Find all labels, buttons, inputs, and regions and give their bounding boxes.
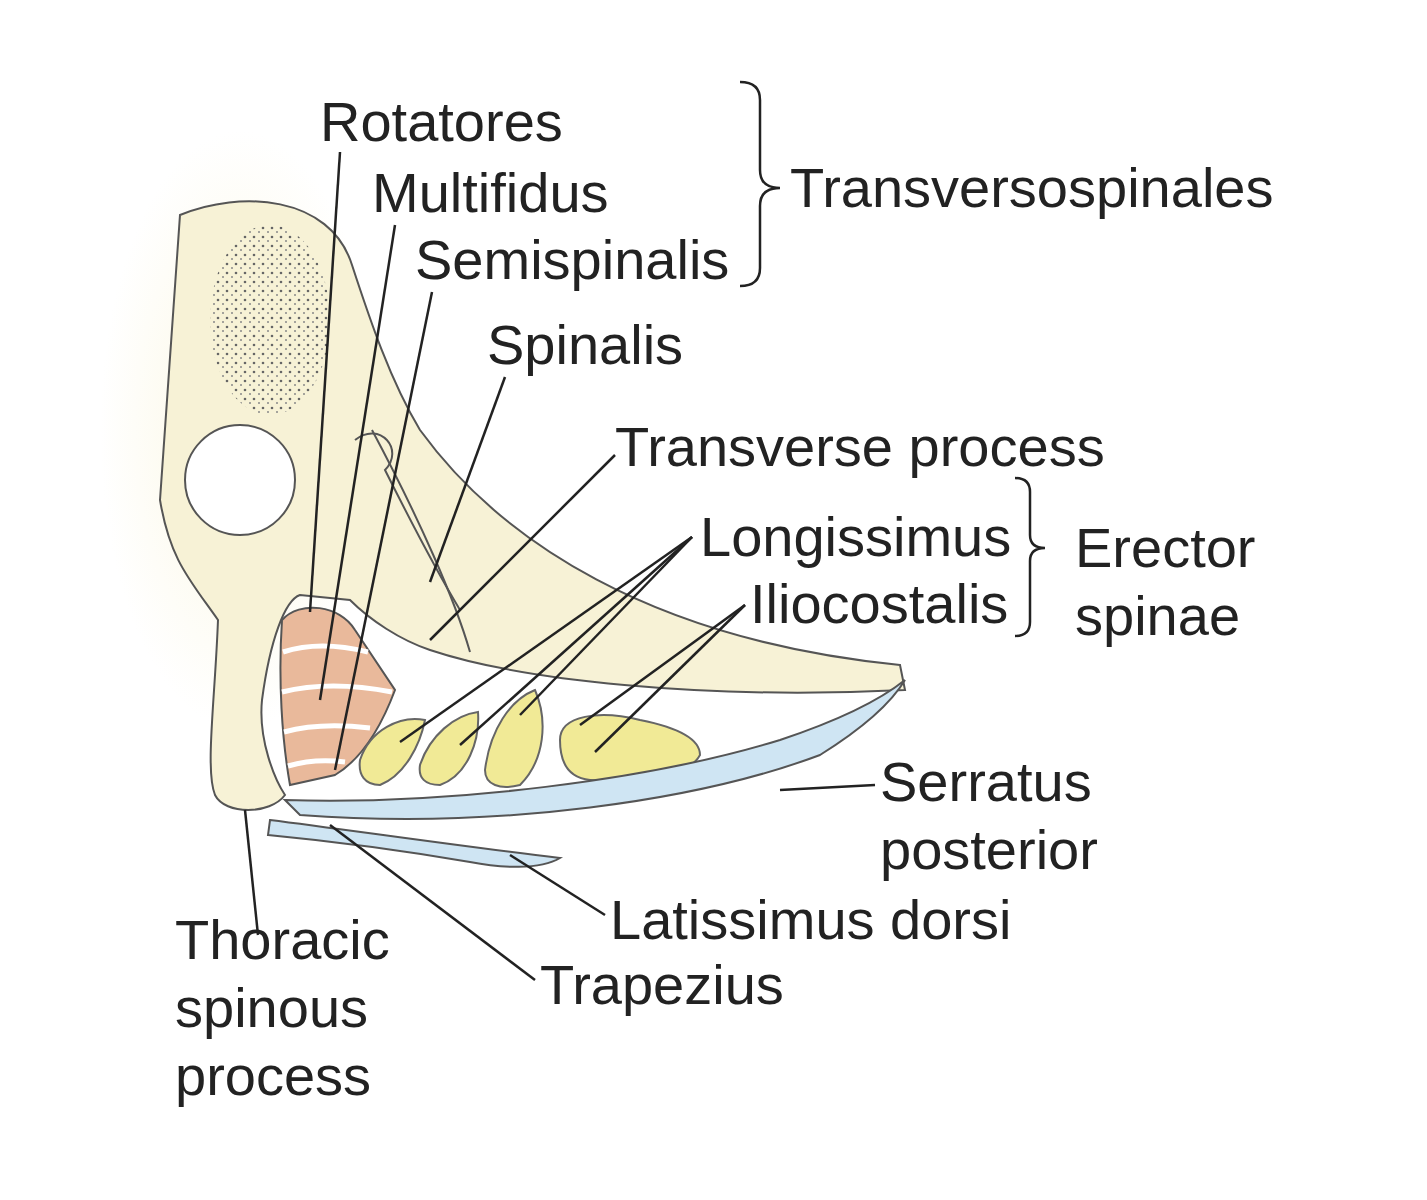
leader-line (510, 855, 605, 915)
muscle-label: Trapezius (540, 951, 784, 1019)
muscle-label: Multifidus (372, 159, 609, 227)
leader-line (580, 605, 745, 725)
leader-line (595, 605, 745, 752)
leader-line (430, 455, 615, 640)
leader-line (460, 537, 692, 745)
leader-line (520, 537, 692, 715)
leader-line (335, 292, 432, 770)
muscle-label: Rotatores (320, 88, 563, 156)
leader-line (400, 537, 692, 742)
structure-label: Transverse process (615, 413, 1105, 481)
rib-inner-edge (372, 430, 470, 652)
muscle-label: Latissimus dorsi (610, 886, 1011, 954)
vertebral-canal (185, 425, 295, 535)
muscle-label: Iliocostalis (750, 570, 1008, 638)
leader-line (320, 225, 395, 700)
erector-muscle (485, 690, 543, 787)
leader-line (430, 377, 505, 582)
group-label: Erector spinae (1075, 514, 1275, 650)
rib-head-outline (355, 433, 460, 610)
structure-label: Thoracic spinous process (175, 906, 400, 1110)
muscle-label: Semispinalis (415, 226, 729, 294)
serratus-muscle (285, 680, 905, 819)
leader-line (310, 152, 340, 612)
leader-line (780, 785, 875, 790)
bone-stipple (210, 225, 330, 415)
muscle-label: Spinalis (487, 311, 683, 379)
group-label: Transversospinales (790, 154, 1273, 222)
muscle-label: Serratus posterior (880, 748, 1120, 884)
muscle-label: Longissimus (700, 503, 1011, 571)
group-brace (1015, 478, 1045, 636)
group-brace (740, 82, 780, 286)
erector-muscle (360, 719, 425, 785)
